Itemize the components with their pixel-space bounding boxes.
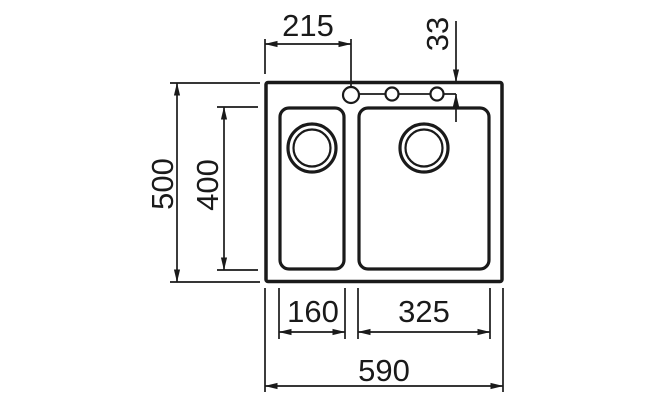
dim-tap-hole-inset: 33: [420, 17, 460, 122]
dim-label-overall-depth: 500: [145, 158, 180, 210]
tap-hole-2-icon: [384, 86, 400, 102]
dim-left-bowl-width: 160: [278, 288, 346, 339]
right-bowl: [357, 106, 491, 271]
dim-label-tap-hole-inset: 33: [420, 17, 455, 51]
dim-overall-depth: 500: [145, 82, 260, 283]
left-drain-inner-icon: [292, 128, 332, 168]
sink-body: [264, 80, 504, 284]
dim-overall-width: 590: [264, 288, 504, 392]
right-drain-outer-icon: [398, 122, 450, 174]
dim-label-bowl-inner-depth: 400: [190, 159, 225, 211]
left-drain-outer-icon: [286, 122, 338, 174]
dim-bowl-inner-depth: 400: [190, 106, 258, 271]
dim-right-bowl-width: 325: [357, 288, 491, 339]
dim-label-tap-area-width: 215: [282, 8, 334, 43]
dim-label-overall-width: 590: [358, 353, 410, 388]
right-drain-inner-icon: [404, 128, 444, 168]
dim-label-right-bowl-width: 325: [398, 294, 450, 329]
dim-label-left-bowl-width: 160: [287, 294, 339, 329]
sink-outline: [264, 80, 504, 284]
left-bowl: [278, 106, 346, 271]
tap-hole-1-icon: [341, 85, 361, 105]
tap-hole-3-icon: [429, 86, 445, 102]
dim-tap-area-width: 215: [264, 8, 352, 87]
